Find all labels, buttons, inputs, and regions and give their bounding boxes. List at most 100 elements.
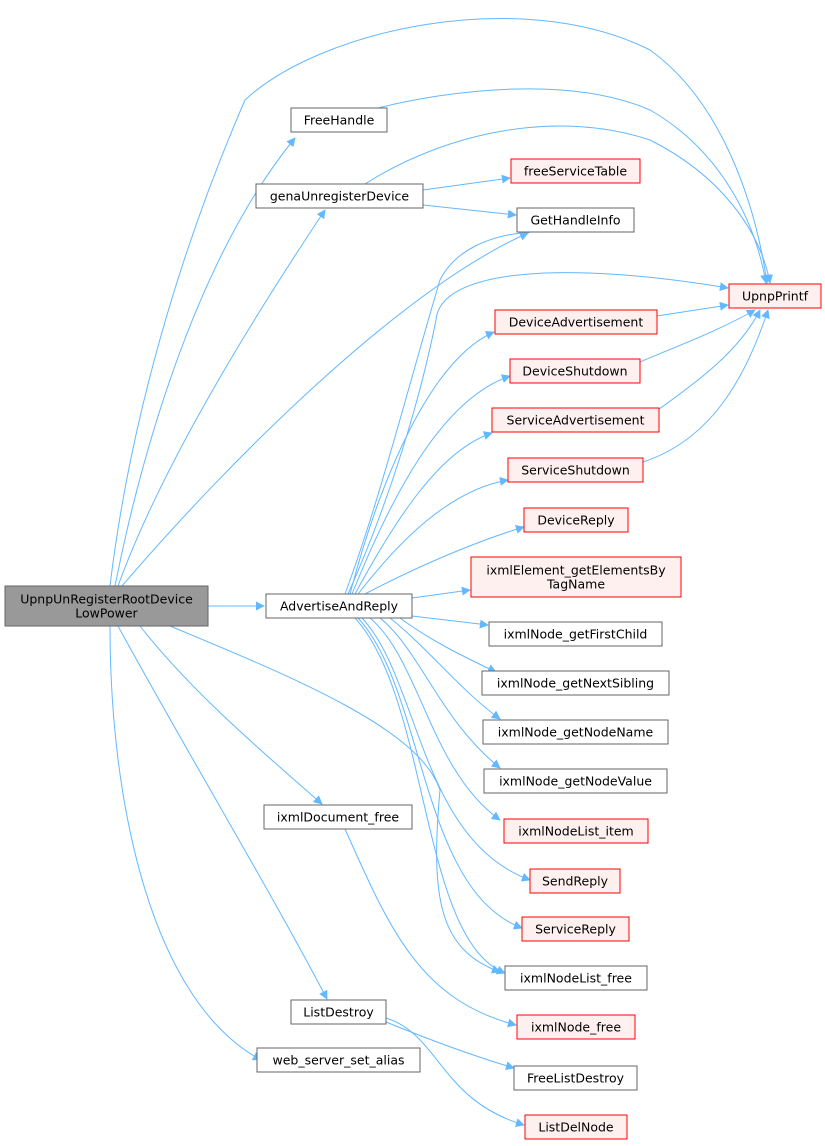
- node-label: ixmlNode_getNodeName: [498, 725, 654, 740]
- node-box: [265, 593, 413, 619]
- node-box: [516, 1014, 636, 1040]
- edge-root-to-ixml-node-list-free: [169, 625, 501, 974]
- node-free-list-destroy[interactable]: FreeListDestroy: [513, 1065, 638, 1091]
- node-label: DeviceReply: [537, 513, 615, 528]
- node-box: [529, 868, 621, 894]
- edge-device-shutdown-to-upnp-printf: [639, 309, 756, 363]
- edge-ixml-document-free-to-ixml-node-free: [344, 828, 517, 1028]
- node-label: ListDestroy: [303, 1005, 374, 1020]
- node-label: ixmlNode_getFirstChild: [504, 627, 648, 642]
- node-label: SendReply: [542, 874, 609, 889]
- node-ixml-node-get-node-value[interactable]: ixmlNode_getNodeValue: [483, 768, 668, 794]
- node-free-service-table[interactable]: freeServiceTable: [510, 158, 641, 184]
- node-list-destroy[interactable]: ListDestroy: [290, 999, 387, 1025]
- node-ixml-node-list-item[interactable]: ixmlNodeList_item: [503, 818, 649, 844]
- edge-advertise-and-reply-to-ixml-node-get-first-child: [411, 615, 489, 629]
- edge-root-to-get-handle-info: [121, 232, 529, 587]
- node-upnp-printf[interactable]: UpnpPrintf: [728, 283, 822, 309]
- edge-root-to-ixml-document-free: [139, 625, 323, 805]
- node-ixml-node-get-node-name[interactable]: ixmlNode_getNodeName: [482, 719, 669, 745]
- edge-advertise-and-reply-to-ixml-element-get-elements-by-tag-name: [411, 586, 471, 599]
- edges-layer: [109, 18, 773, 1127]
- node-advertise-and-reply[interactable]: AdvertiseAndReply: [265, 593, 413, 619]
- node-label: UpnpUnRegisterRootDevice: [20, 592, 193, 607]
- node-label: ixmlNode_free: [531, 1020, 621, 1035]
- node-get-handle-info[interactable]: GetHandleInfo: [516, 207, 635, 233]
- node-gena-unregister-device[interactable]: genaUnregisterDevice: [255, 183, 424, 209]
- edge-advertise-and-reply-to-get-handle-info: [344, 228, 531, 595]
- edge-root-to-gena-unregister-device: [117, 209, 326, 587]
- node-label: UpnpPrintf: [742, 289, 809, 304]
- node-send-reply[interactable]: SendReply: [529, 868, 621, 894]
- edge-root-to-upnp-printf: [109, 18, 771, 587]
- node-box: [256, 1047, 421, 1073]
- node-box: [488, 621, 663, 647]
- edge-gena-unregister-device-to-free-service-table: [422, 174, 511, 191]
- node-ixml-document-free[interactable]: ixmlDocument_free: [263, 804, 413, 830]
- edge-list-destroy-to-list-del-node: [385, 1017, 525, 1127]
- node-box: [504, 965, 648, 991]
- node-label: TagName: [546, 577, 605, 592]
- edge-free-handle-to-upnp-printf: [377, 88, 770, 284]
- node-label: ServiceAdvertisement: [507, 413, 645, 428]
- node-device-advertisement[interactable]: DeviceAdvertisement: [494, 309, 658, 335]
- node-box: [524, 1114, 628, 1140]
- node-free-handle[interactable]: FreeHandle: [290, 107, 388, 133]
- node-device-shutdown[interactable]: DeviceShutdown: [509, 358, 641, 384]
- node-web-server-set-alias[interactable]: web_server_set_alias: [256, 1047, 421, 1073]
- node-label: AdvertiseAndReply: [280, 599, 399, 614]
- node-box: [290, 107, 388, 133]
- edge-advertise-and-reply-to-ixml-node-get-node-name: [389, 617, 501, 720]
- node-box: [503, 818, 649, 844]
- node-label: ServiceReply: [535, 922, 616, 937]
- edge-advertise-and-reply-to-ixml-node-list-free: [354, 617, 506, 975]
- node-service-reply[interactable]: ServiceReply: [521, 916, 630, 942]
- node-list-del-node[interactable]: ListDelNode: [524, 1114, 628, 1140]
- edge-service-shutdown-to-upnp-printf: [642, 309, 770, 463]
- edge-advertise-and-reply-to-service-reply: [357, 617, 523, 930]
- edge-gena-unregister-device-to-get-handle-info: [422, 204, 517, 219]
- node-box: [523, 507, 629, 533]
- node-box: [263, 804, 413, 830]
- edge-device-advertisement-to-upnp-printf: [656, 301, 729, 317]
- edge-advertise-and-reply-to-ixml-node-get-node-value: [379, 617, 501, 769]
- edge-list-destroy-to-free-list-destroy: [385, 1021, 515, 1071]
- edge-advertise-and-reply-to-device-reply: [364, 524, 525, 595]
- node-service-shutdown[interactable]: ServiceShutdown: [507, 457, 644, 483]
- node-label: ixmlDocument_free: [277, 810, 399, 825]
- node-label: ixmlNode_getNextSibling: [497, 676, 654, 691]
- node-box: [513, 1065, 638, 1091]
- edge-root-to-web-server-set-alias: [109, 625, 262, 1061]
- node-ixml-node-get-next-sibling[interactable]: ixmlNode_getNextSibling: [481, 670, 670, 696]
- node-box: [491, 407, 660, 433]
- node-box: [470, 556, 682, 598]
- edge-root-to-list-destroy: [117, 625, 328, 1000]
- node-label: ListDelNode: [538, 1120, 614, 1135]
- node-box: [521, 916, 630, 942]
- edge-advertise-and-reply-to-ixml-node-get-next-sibling: [399, 617, 497, 673]
- edge-advertise-and-reply-to-ixml-node-list-item: [369, 617, 501, 821]
- node-ixml-node-free[interactable]: ixmlNode_free: [516, 1014, 636, 1040]
- node-label: ixmlNode_getNodeValue: [499, 774, 652, 789]
- node-service-advertisement[interactable]: ServiceAdvertisement: [491, 407, 660, 433]
- edge-advertise-and-reply-to-upnp-printf: [347, 272, 729, 595]
- node-label: web_server_set_alias: [272, 1053, 404, 1068]
- edge-advertise-and-reply-to-send-reply: [361, 617, 531, 882]
- node-device-reply[interactable]: DeviceReply: [523, 507, 629, 533]
- node-box: [728, 283, 822, 309]
- node-box: [509, 358, 641, 384]
- node-label: FreeHandle: [304, 113, 375, 128]
- node-box: [481, 670, 670, 696]
- edge-advertise-and-reply-to-device-shutdown: [351, 374, 511, 595]
- node-ixml-node-get-first-child[interactable]: ixmlNode_getFirstChild: [488, 621, 663, 647]
- node-box: [516, 207, 635, 233]
- edge-service-advertisement-to-upnp-printf: [654, 309, 761, 413]
- node-ixml-node-list-free[interactable]: ixmlNodeList_free: [504, 965, 648, 991]
- edge-advertise-and-reply-to-service-shutdown: [357, 476, 509, 595]
- node-label: ixmlNodeList_item: [518, 824, 634, 839]
- node-box: [494, 309, 658, 335]
- node-label: ixmlElement_getElementsBy: [486, 563, 666, 578]
